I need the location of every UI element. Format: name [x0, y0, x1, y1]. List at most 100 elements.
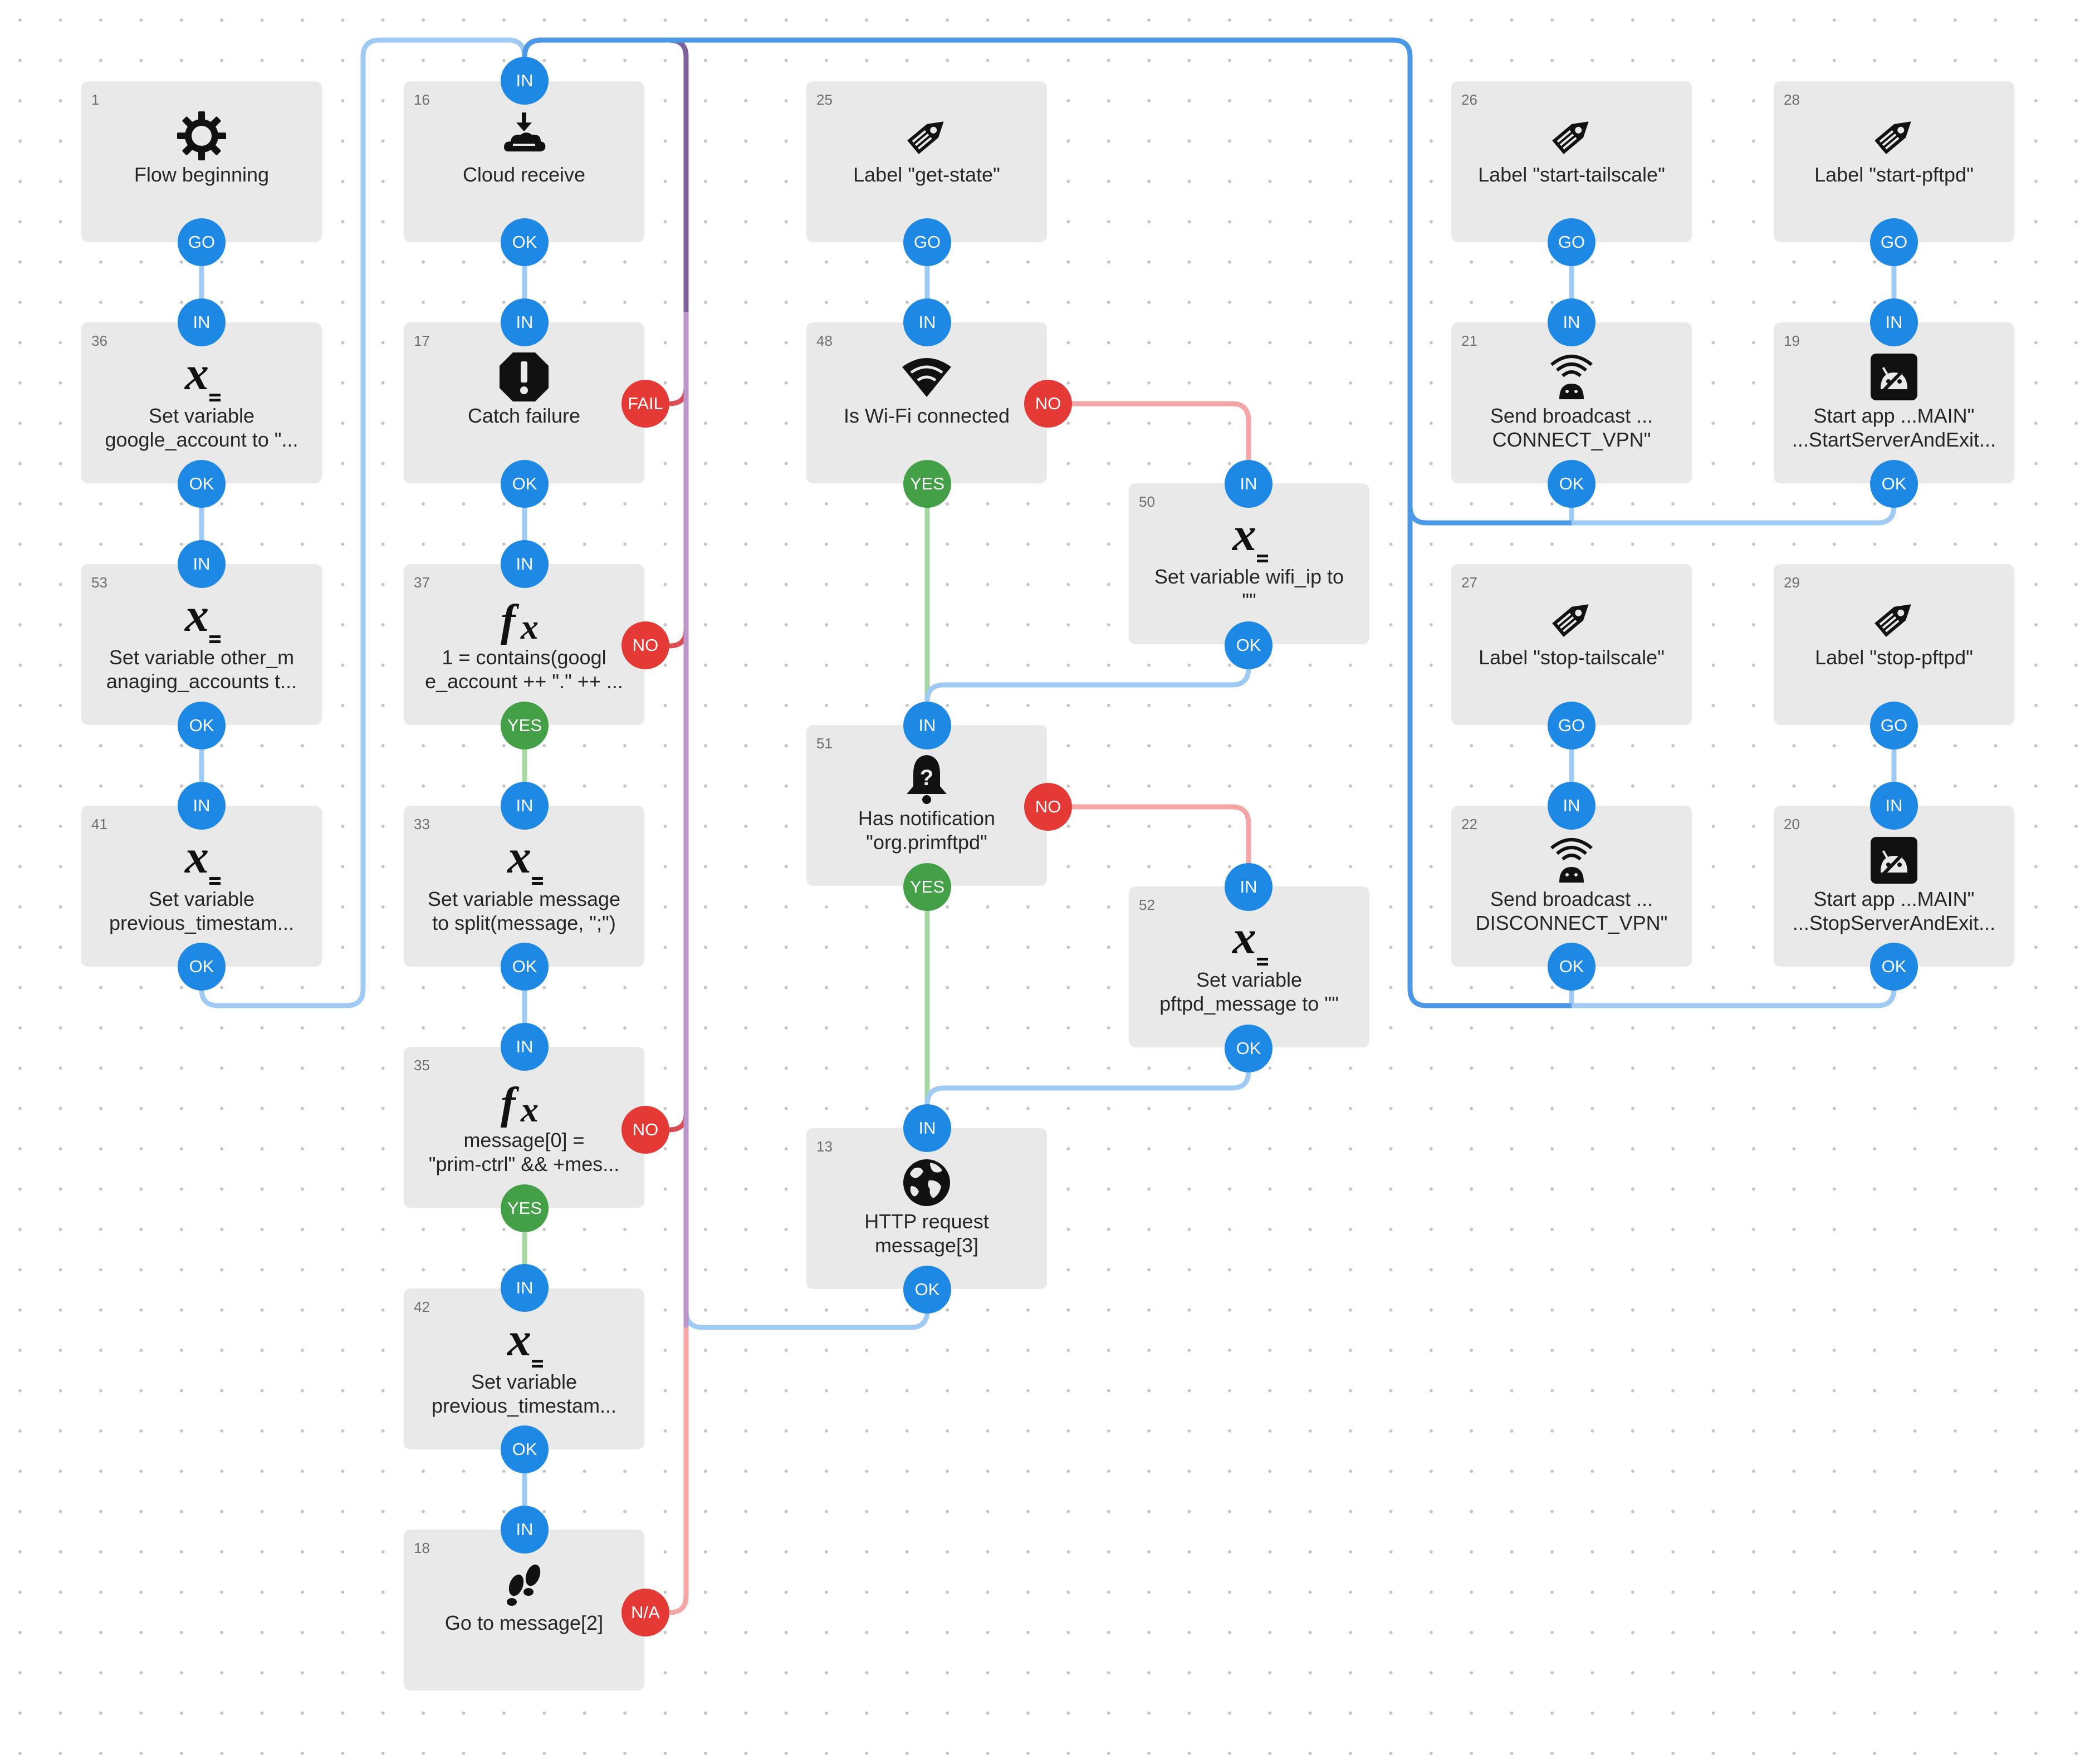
port-1-go[interactable]: GO — [178, 218, 226, 266]
block-flow-beginning[interactable]: 1 Flow beginning — [81, 81, 322, 242]
block-is-wifi-connected[interactable]: 48 Is Wi-Fi connected — [806, 322, 1047, 483]
block-set-variable-previous-timestamp-42[interactable]: 42 x Set variable previous_timestam... — [404, 1288, 644, 1449]
gear-icon — [177, 111, 226, 160]
block-label: HTTP request message[3] — [812, 1209, 1041, 1257]
label-line: to split(message, ";") — [432, 912, 616, 934]
footsteps-icon — [507, 1564, 541, 1606]
port-16-ok[interactable]: OK — [501, 218, 549, 266]
block-label-stop-pftpd[interactable]: 29 Label "stop-pftpd" — [1774, 564, 2014, 725]
label-line: Cloud receive — [462, 163, 586, 186]
port-13-ok[interactable]: OK — [903, 1266, 951, 1314]
port-36-in[interactable]: IN — [178, 298, 226, 346]
port-37-in[interactable]: IN — [501, 540, 549, 588]
port-27-go[interactable]: GO — [1548, 702, 1595, 749]
label-line: Label "start-tailscale" — [1478, 163, 1665, 186]
port-29-go[interactable]: GO — [1870, 702, 1918, 749]
block-set-variable-google-account[interactable]: 36 x Set variable google_account to "... — [81, 322, 322, 483]
port-51-yes[interactable]: YES — [903, 863, 951, 911]
label-line: Set variable — [148, 404, 255, 427]
block-label-stop-tailscale[interactable]: 27 Label "stop-tailscale" — [1451, 564, 1692, 725]
port-22-ok[interactable]: OK — [1548, 943, 1595, 991]
port-41-in[interactable]: IN — [178, 782, 226, 830]
port-42-in[interactable]: IN — [501, 1264, 549, 1312]
port-50-in[interactable]: IN — [1225, 460, 1272, 508]
port-35-no[interactable]: NO — [621, 1106, 669, 1154]
block-label: Set variable pftpd_message to "" — [1134, 968, 1364, 1016]
port-22-in[interactable]: IN — [1548, 782, 1595, 830]
port-35-yes[interactable]: YES — [501, 1184, 549, 1232]
block-expression-contains[interactable]: 37 f x 1 = contains(googl e_account ++ "… — [404, 564, 644, 725]
port-20-ok[interactable]: OK — [1870, 943, 1918, 991]
block-set-variable-wifi-ip[interactable]: 50 x Set variable wifi_ip to "" — [1129, 483, 1369, 644]
port-19-in[interactable]: IN — [1870, 298, 1918, 346]
port-18-in[interactable]: IN — [501, 1506, 549, 1554]
broadcast-icon — [1550, 838, 1593, 883]
port-51-in[interactable]: IN — [903, 702, 951, 749]
port-42-ok[interactable]: OK — [501, 1425, 549, 1473]
port-26-go[interactable]: GO — [1548, 218, 1595, 266]
label-line: Set variable wifi_ip to — [1154, 565, 1344, 588]
wifi-icon — [902, 358, 951, 397]
variable-icon: x — [184, 832, 221, 885]
block-set-variable-previous-timestamp-41[interactable]: 41 x Set variable previous_timestam... — [81, 806, 322, 967]
port-48-no[interactable]: NO — [1024, 380, 1072, 428]
port-21-in[interactable]: IN — [1548, 298, 1595, 346]
wire-41-16 — [199, 37, 527, 1008]
block-start-app-stop-server[interactable]: 20 Start app ...MAIN" ...StopServerAndEx… — [1774, 806, 2014, 967]
svg-text:?: ? — [920, 766, 933, 790]
svg-text:f: f — [501, 1079, 520, 1128]
block-send-broadcast-disconnect-vpn[interactable]: 22 Send broadcast ... DISCONNECT_VPN" — [1451, 806, 1692, 967]
port-37-yes[interactable]: YES — [501, 702, 549, 749]
port-36-ok[interactable]: OK — [178, 460, 226, 508]
block-start-app-start-server[interactable]: 19 Start app ...MAIN" ...StartServerAndE… — [1774, 322, 2014, 483]
block-label-start-pftpd[interactable]: 28 Label "start-pftpd" — [1774, 81, 2014, 242]
port-33-ok[interactable]: OK — [501, 943, 549, 991]
port-50-ok[interactable]: OK — [1225, 621, 1272, 669]
block-go-to[interactable]: 18 Go to message[2] — [404, 1530, 644, 1690]
block-label: Label "get-state" — [812, 163, 1041, 187]
block-label: Flow beginning — [87, 163, 316, 187]
port-17-fail[interactable]: FAIL — [621, 380, 669, 428]
label-line: ...StartServerAndExit... — [1792, 428, 1996, 451]
block-catch-failure[interactable]: 17 Catch failure — [404, 322, 644, 483]
block-label-start-tailscale[interactable]: 26 Label "start-tailscale" — [1451, 81, 1692, 242]
port-25-go[interactable]: GO — [903, 218, 951, 266]
port-52-ok[interactable]: OK — [1225, 1025, 1272, 1072]
port-48-yes[interactable]: YES — [903, 460, 951, 508]
port-33-in[interactable]: IN — [501, 782, 549, 830]
block-set-variable-other-managing-accounts[interactable]: 53 x Set variable other_m anaging_accoun… — [81, 564, 322, 725]
block-expression-message-check[interactable]: 35 f x message[0] = "prim-ctrl" && +mes.… — [404, 1047, 644, 1208]
block-number: 22 — [1461, 816, 1477, 832]
block-http-request[interactable]: 13 HTTP request message[3] — [806, 1128, 1047, 1289]
port-37-no[interactable]: NO — [621, 621, 669, 669]
port-53-in[interactable]: IN — [178, 540, 226, 588]
port-16-in[interactable]: IN — [501, 57, 549, 105]
block-send-broadcast-connect-vpn[interactable]: 21 Send broadcast ... CONNECT_VPN" — [1451, 322, 1692, 483]
port-13-in[interactable]: IN — [903, 1104, 951, 1152]
port-48-in[interactable]: IN — [903, 298, 951, 346]
port-51-no[interactable]: NO — [1024, 783, 1072, 831]
label-line: Send broadcast ... — [1490, 404, 1653, 427]
block-number: 48 — [816, 332, 833, 349]
wire-48-50-no — [1048, 401, 1251, 483]
port-17-ok[interactable]: OK — [501, 460, 549, 508]
port-18-na[interactable]: N/A — [621, 1589, 669, 1636]
block-set-variable-message[interactable]: 33 x Set variable message to split(messa… — [404, 806, 644, 967]
port-28-go[interactable]: GO — [1870, 218, 1918, 266]
block-set-variable-pftpd-message[interactable]: 52 x Set variable pftpd_message to "" — [1129, 886, 1369, 1047]
port-53-ok[interactable]: OK — [178, 702, 226, 749]
port-19-ok[interactable]: OK — [1870, 460, 1918, 508]
port-35-in[interactable]: IN — [501, 1023, 549, 1071]
port-41-ok[interactable]: OK — [178, 943, 226, 991]
port-52-in[interactable]: IN — [1225, 863, 1272, 911]
block-has-notification[interactable]: 51 ? Has notification "org.primftpd" — [806, 725, 1047, 886]
port-17-in[interactable]: IN — [501, 298, 549, 346]
block-label-get-state[interactable]: 25 Label "get-state" — [806, 81, 1047, 242]
block-cloud-receive[interactable]: 16 Cloud receive — [404, 81, 644, 242]
port-20-in[interactable]: IN — [1870, 782, 1918, 830]
block-number: 53 — [91, 574, 107, 591]
block-label: Set variable message to split(message, "… — [409, 887, 639, 935]
port-21-ok[interactable]: OK — [1548, 460, 1595, 508]
